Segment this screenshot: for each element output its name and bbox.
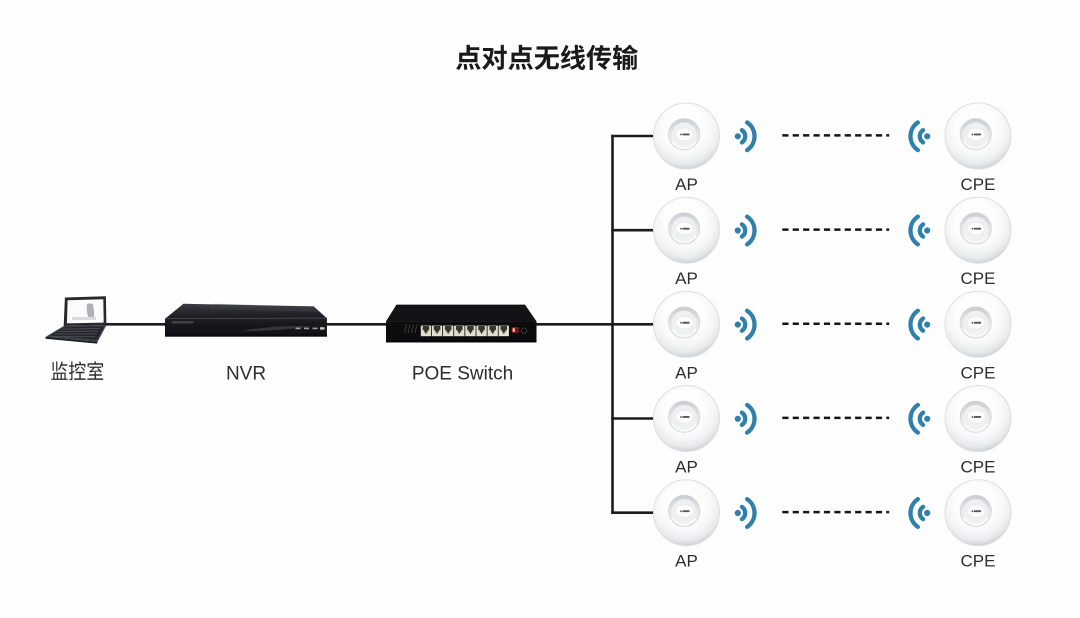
svg-text:CPE: CPE xyxy=(961,552,996,571)
svg-text:AP: AP xyxy=(675,269,698,288)
svg-text:AP: AP xyxy=(675,363,698,382)
svg-text:CPE: CPE xyxy=(961,363,996,382)
svg-text:CPE: CPE xyxy=(961,458,996,477)
svg-text:POE Switch: POE Switch xyxy=(412,363,513,384)
svg-text:CPE: CPE xyxy=(961,175,996,194)
svg-text:AP: AP xyxy=(675,175,698,194)
svg-text:AP: AP xyxy=(675,458,698,477)
svg-text:AP: AP xyxy=(675,552,698,571)
svg-text:CPE: CPE xyxy=(961,269,996,288)
svg-text:NVR: NVR xyxy=(226,363,266,384)
